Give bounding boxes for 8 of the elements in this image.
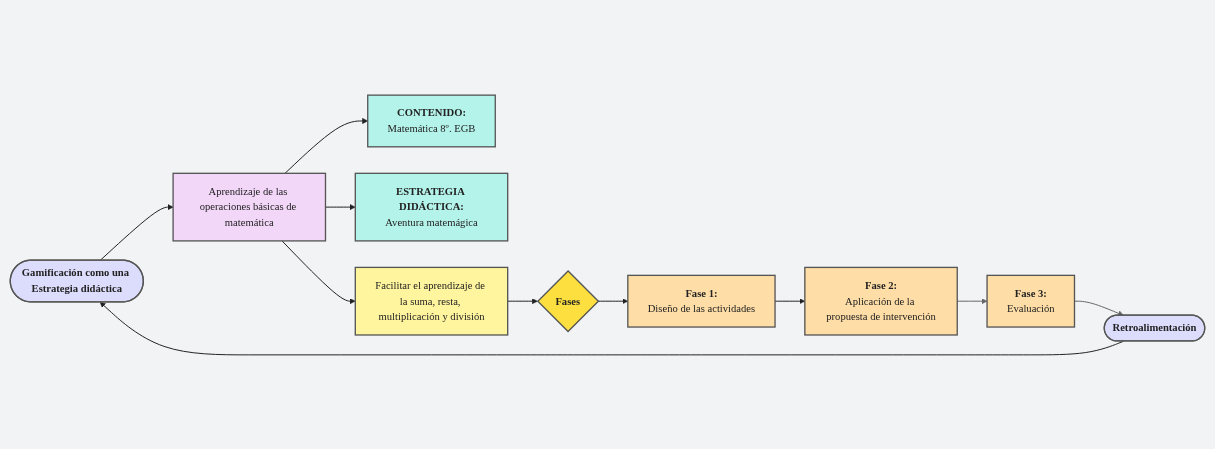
node-box: Aprendizaje de las operaciones básicas de matemática: [172, 172, 327, 242]
node-box: Fase 3: Evaluación: [986, 274, 1076, 328]
node-diamond: Fases: [536, 269, 600, 332]
node-box: Fase 1: Diseño de las actividades: [627, 274, 776, 328]
node-box: Facilitar el aprendizaje de la suma, resta, multiplicación y división: [354, 266, 509, 336]
node-box: Fase 2: Aplicación de la propuesta de intervención: [804, 266, 958, 336]
node-box: ESTRATEGIA DIDÁCTICA: Aventura matemágica: [354, 172, 509, 242]
node-box: CONTENIDO: Matemática 8º. EGB: [367, 93, 496, 147]
